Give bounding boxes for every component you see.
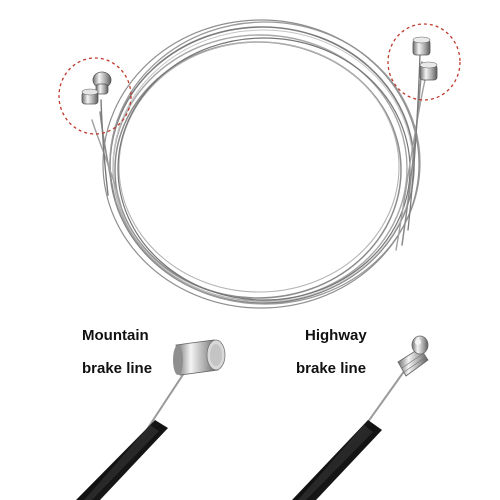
highway-cable-closeup	[292, 335, 429, 500]
coiled-cable	[102, 19, 421, 309]
right-callout-circle	[387, 23, 461, 101]
right-cable-heads	[412, 36, 438, 81]
mountain-label-line1: Mountain	[82, 327, 149, 344]
mountain-cable-closeup	[76, 339, 226, 500]
highway-cable-head	[397, 335, 429, 377]
highway-label-line1: Highway	[305, 327, 367, 344]
left-cable-heads	[81, 71, 112, 105]
mountain-cable-head	[173, 339, 226, 376]
left-cable-ends	[91, 99, 123, 211]
highway-label-line2: brake line	[296, 360, 367, 377]
mountain-label-line2: brake line	[82, 360, 153, 377]
left-callout-circle	[58, 57, 132, 135]
right-cable-ends	[395, 54, 426, 251]
